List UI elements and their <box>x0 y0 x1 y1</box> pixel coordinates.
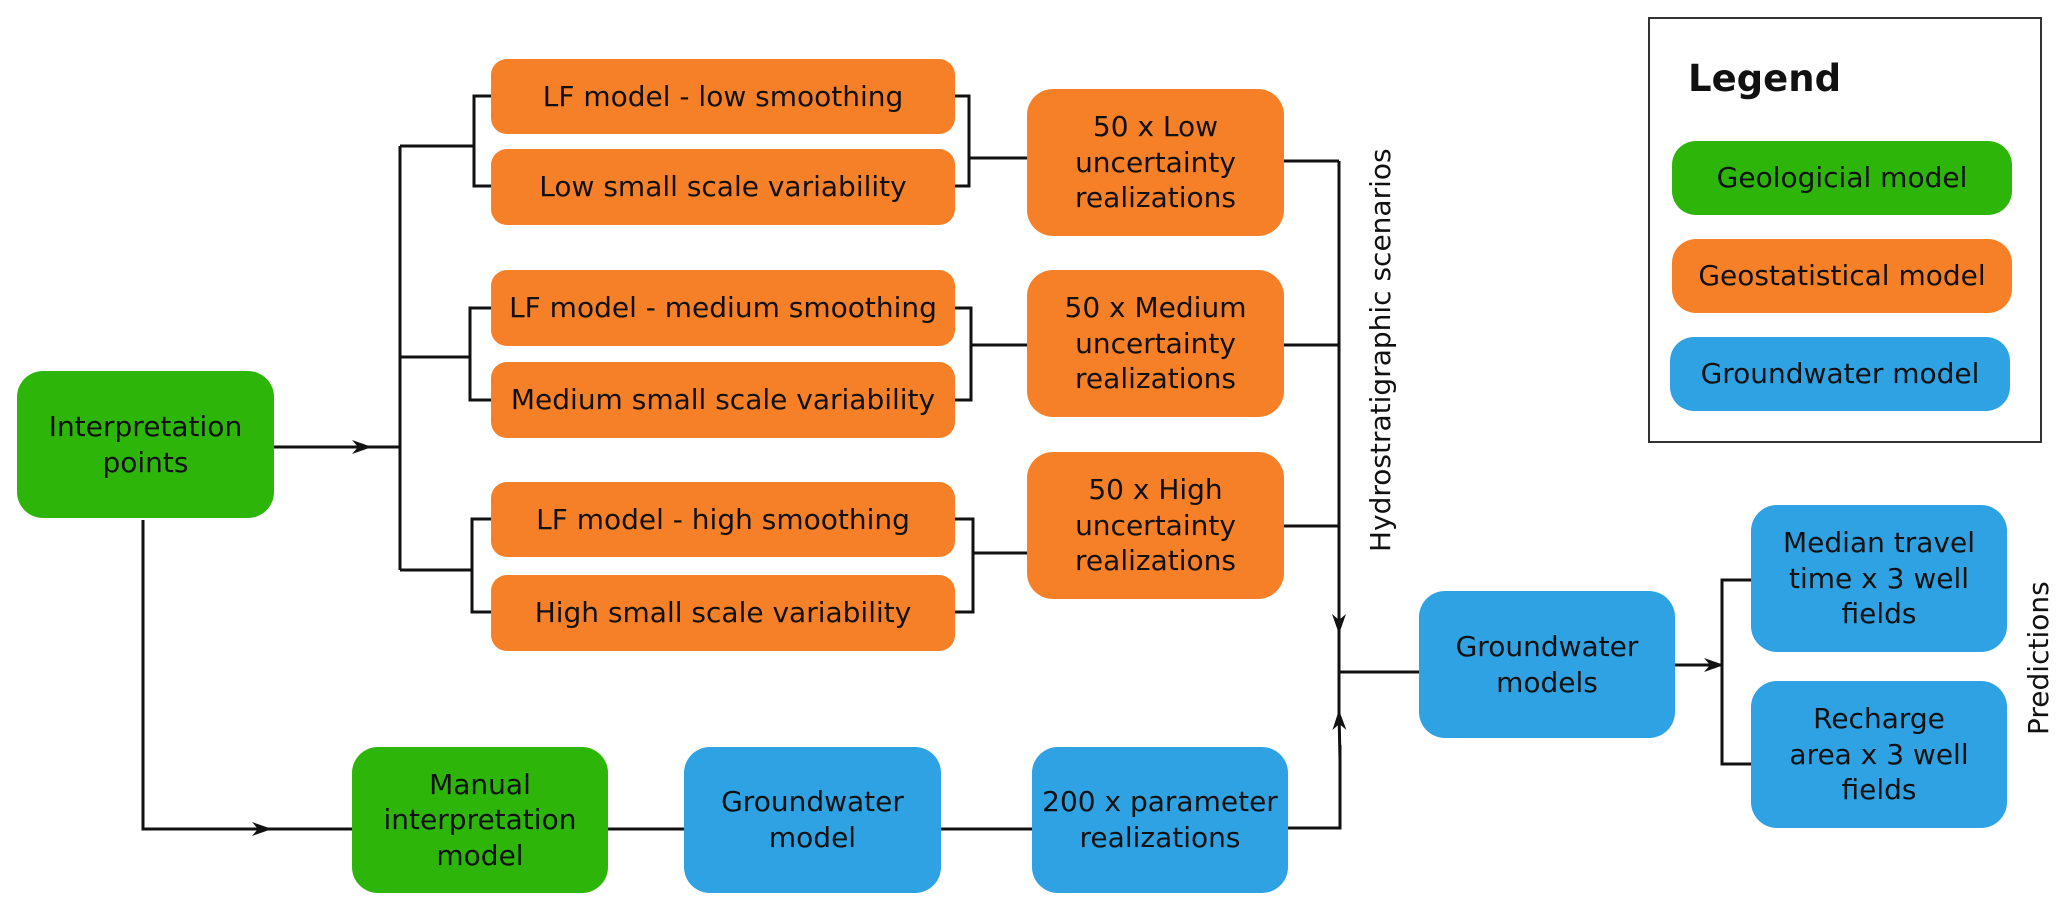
medium-variability-node: Medium small scale variability <box>491 362 955 438</box>
connector-line <box>955 94 971 188</box>
connector-line <box>141 520 200 831</box>
legend-item-geostatistical: Geostatistical model <box>1672 239 2012 313</box>
legend-item-geological: Geologicial model <box>1672 141 2012 215</box>
high-uncertainty-realizations-node: 50 x High uncertainty realizations <box>1027 452 1284 599</box>
legend: Legend Geologicial model Geostatistical … <box>1648 17 2042 443</box>
groundwater-model-node: Groundwater model <box>684 747 941 893</box>
connector-line <box>1288 745 1342 830</box>
recharge-area-node: Recharge area x 3 well fields <box>1751 681 2007 828</box>
low-variability-node: Low small scale variability <box>491 149 955 225</box>
median-travel-time-node: Median travel time x 3 well fields <box>1751 505 2007 652</box>
connector-line <box>468 306 491 402</box>
connector-line <box>955 517 975 614</box>
arrow-param-up <box>1332 710 1347 761</box>
predictions-label: Predictions <box>2022 581 2055 735</box>
connector-line <box>1720 578 1751 766</box>
parameter-realizations-node: 200 x parameter realizations <box>1032 747 1288 893</box>
hydrostratigraphic-scenarios-label: Hydrostratigraphic scenarios <box>1364 148 1397 552</box>
lf-high-smoothing-node: LF model - high smoothing <box>491 482 955 557</box>
interpretation-points-node: Interpretation points <box>17 371 274 518</box>
groundwater-models-node: Groundwater models <box>1419 591 1675 738</box>
lf-medium-smoothing-node: LF model - medium smoothing <box>491 270 955 346</box>
connector-line <box>955 306 973 402</box>
connector-line <box>472 94 491 188</box>
low-uncertainty-realizations-node: 50 x Low uncertainty realizations <box>1027 89 1284 236</box>
manual-interpretation-model-node: Manual interpretation model <box>352 747 608 893</box>
high-variability-node: High small scale variability <box>491 575 955 651</box>
connector-line <box>470 517 491 614</box>
legend-item-groundwater: Groundwater model <box>1670 337 2010 411</box>
legend-title: Legend <box>1688 57 1842 100</box>
medium-uncertainty-realizations-node: 50 x Medium uncertainty realizations <box>1027 270 1284 417</box>
lf-low-smoothing-node: LF model - low smoothing <box>491 59 955 134</box>
